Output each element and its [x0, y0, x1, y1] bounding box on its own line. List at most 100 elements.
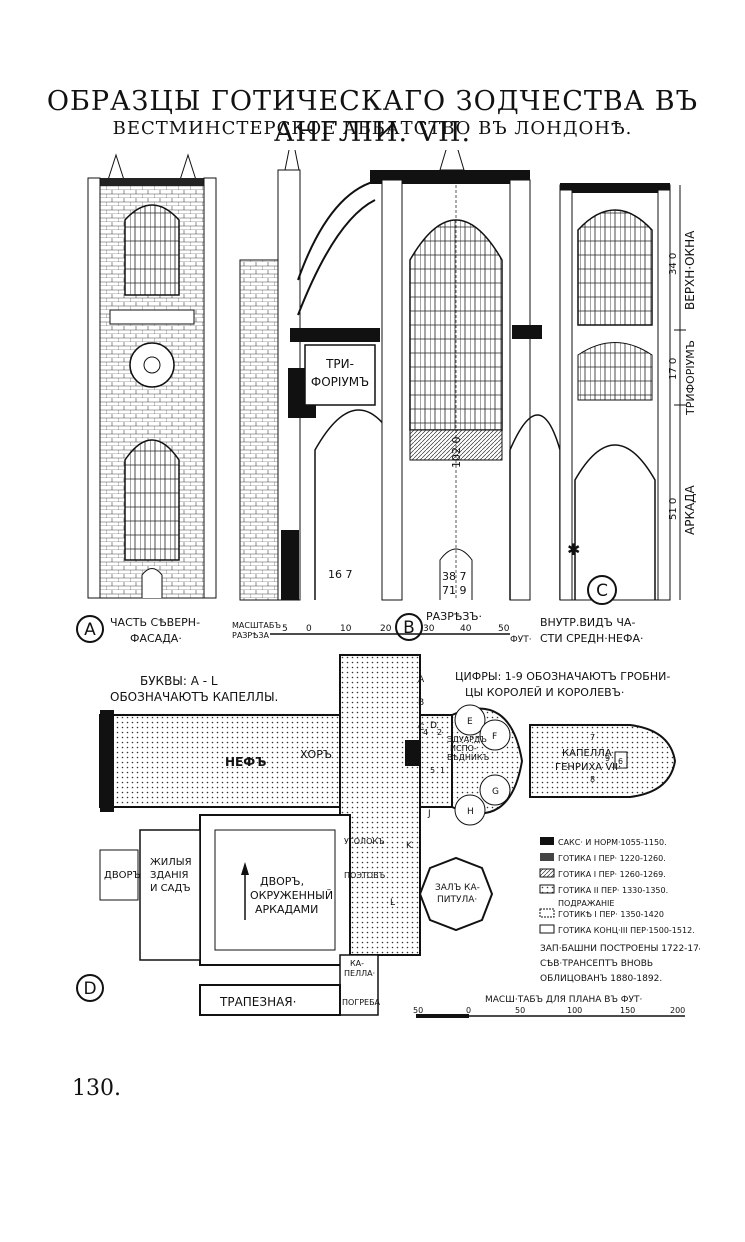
pyx-chapel-label-1: КА- — [350, 959, 364, 968]
tomb-number: 1 — [440, 766, 445, 775]
chapel-letter: J — [427, 809, 431, 819]
circle-label-b: B — [403, 618, 415, 638]
caption-c-line1: ВНУТР.ВИДЪ ЧА- — [540, 616, 635, 629]
nave-bay-elevation: ✱ 34 0 17 0 51 0 ВЕРХН·ОКНА ТРИФОРІУМЪ А… — [559, 183, 697, 601]
tomb-number: 3 — [410, 755, 415, 764]
star-ornament-icon: ✱ — [567, 540, 580, 559]
circle-label-a: A — [84, 620, 96, 640]
refectory-label: ТРАПЕЗНАЯ· — [219, 995, 296, 1009]
circle-label-d: D — [83, 979, 96, 999]
edward-label-2: ИСПО- — [450, 744, 477, 753]
transept-note-1: СѢВ·ТРАНСЕПТЪ ВНОВЬ — [540, 959, 653, 969]
section-scale-tick: 0 — [306, 624, 312, 634]
tomb-number: 6 — [618, 757, 623, 766]
residences-label-3: И САДЪ — [150, 883, 191, 894]
cellars-label: ПОГРЕБА — [342, 998, 381, 1007]
tomb-number: 4 — [423, 728, 428, 737]
legend-item: ГОТИКА I ПЕР· 1220-1260. — [558, 854, 666, 863]
chapel-letter: C — [418, 723, 424, 733]
tomb-number: 8 — [590, 775, 595, 784]
cloister-label-2: ОКРУЖЕННЫЙ — [250, 889, 333, 902]
floor-plan: БУКВЫ: A - L ОБОЗНАЧАЮТЪ КАПЕЛЛЫ. ЦИФРЫ:… — [76, 654, 677, 1016]
pyx-chapel-label-2: ПЕЛЛА· — [344, 969, 375, 978]
chapel-letter: B — [418, 698, 424, 708]
dim-51: 51 0 — [668, 498, 679, 520]
residences-label-1: ЖИЛЫЯ — [150, 857, 192, 868]
upper-windows-label: ВЕРХН·ОКНА — [683, 230, 697, 310]
section-scale-tick: 5 — [282, 624, 288, 634]
poets-corner-label-2: ПОЭТОВЪ — [344, 871, 386, 880]
caption-c-line2: СТИ СРЕДН·НЕФА· — [540, 632, 643, 645]
edward-label-3: ВѢДНИКЪ — [447, 753, 490, 762]
transept-note-2: ОБЛИЦОВАНЪ 1880-1892. — [540, 974, 662, 984]
section-scale-tick: 10 — [340, 624, 352, 634]
section-scale-label-1: МАСШТАБЪ — [232, 621, 281, 630]
chapel-letter: F — [492, 732, 497, 742]
numbers-note-2: ЦЫ КОРОЛЕЙ И КОРОЛЕВЪ· — [465, 686, 624, 699]
legend-item: САКС· И НОРМ·1055-1150. — [558, 838, 667, 847]
plan-scale-bar: МАСШ·ТАБЪ ДЛЯ ПЛАНА ВЪ ФУТ· 50 0 50 100 … — [413, 995, 685, 1018]
plan-scale-tick: 200 — [670, 1006, 685, 1015]
residences-label-2: ЗДАНІЯ — [150, 870, 188, 881]
small-court-label: ДВОРЪ — [104, 870, 141, 881]
legend-item: ГОТИКА II ПЕР· 1330-1350. — [558, 886, 668, 895]
triforium-label-1: ТРИ- — [325, 357, 354, 371]
letters-note-1: БУКВЫ: A - L — [140, 674, 218, 688]
chapel-letter: H — [467, 807, 474, 817]
tomb-number: 2 — [437, 728, 442, 737]
period-legend: САКС· И НОРМ·1055-1150. ГОТИКА I ПЕР· 12… — [539, 837, 700, 984]
chapel-letter: K — [406, 841, 413, 851]
page-number: 130. — [72, 1076, 121, 1101]
section-scale-unit: ФУТ· — [510, 635, 532, 645]
chapter-house-label-1: ЗАЛЪ КА- — [435, 883, 480, 893]
section-scale-bar: МАСШТАБЪ РАЗРѢЗА 5 0 10 20 30 40 50 ФУТ· — [232, 621, 532, 645]
tomb-number: 9 — [605, 754, 610, 763]
chapel-letter: E — [467, 717, 473, 727]
plate-subtitle: ВЕСТМИНСТЕРСКОЕ АББАТСТВО ВЪ ЛОНДОНѢ. — [112, 118, 633, 139]
tomb-number: 5 — [430, 766, 435, 775]
dim-16: 16 7 — [328, 568, 353, 581]
elevation-captions: A ЧАСТЬ СѢВЕРН- ФАСАДА· B РАЗРѢЗЪ· C ВНУ… — [76, 575, 643, 645]
dim-102: 102 0 — [450, 437, 463, 469]
dim-71: 71 9 — [442, 584, 467, 597]
chapel-letter: D — [430, 721, 437, 731]
legend-item: ГОТИКѢ I ПЕР· 1350-1420 — [558, 910, 664, 919]
caption-a-line2: ФАСАДА· — [130, 632, 182, 645]
cloister-label-3: АРКАДАМИ — [255, 903, 318, 916]
nave-label: НЕФЪ — [225, 755, 266, 769]
tomb-number: 7 — [590, 733, 595, 742]
plate-title: ОБРАЗЦЫ ГОТИЧЕСКАГО ЗОДЧЕСТВА ВЪ АНГЛІИ.… — [46, 86, 699, 148]
plan-scale-tick: 50 — [515, 1006, 525, 1015]
plan-scale-tick: 100 — [567, 1006, 582, 1015]
edward-label-1: ЭДУАРДЪ — [447, 735, 487, 744]
henry-chapel-label-2: ГЕНРИХА VII· — [555, 762, 621, 773]
legend-item: ГОТИКА I ПЕР· 1260-1269. — [558, 870, 666, 879]
dim-38: 38 7 — [442, 570, 467, 583]
west-towers-note: ЗАП·БАШНИ ПОСТРОЕНЫ 1722-1740 — [540, 944, 700, 954]
section-scale-label-2: РАЗРѢЗА — [232, 631, 270, 640]
triforium-label-2: ФОРІУМЪ — [311, 375, 369, 389]
plan-scale-tick: 50 — [413, 1006, 423, 1015]
dim-34: 34 0 — [668, 253, 679, 275]
legend-item: ГОТИКА КОНЦ·III ПЕР·1500-1512. — [558, 926, 695, 935]
poets-corner-label-1: УГОЛОКЪ — [344, 837, 385, 846]
dim-17: 17 0 — [668, 358, 679, 380]
cloister-label-1: ДВОРЪ, — [260, 875, 304, 888]
chapel-letter: A — [418, 675, 425, 685]
chapel-letter: L — [390, 898, 395, 908]
plan-scale-label: МАСШ·ТАБЪ ДЛЯ ПЛАНА ВЪ ФУТ· — [485, 995, 642, 1005]
section-scale-tick: 40 — [460, 624, 472, 634]
section-scale-tick: 20 — [380, 624, 392, 634]
north-facade-elevation — [87, 153, 217, 599]
henry-chapel-label-1: КАПЕЛЛА — [562, 748, 612, 759]
chapter-house-label-2: ПИТУЛА· — [437, 895, 477, 905]
choir-label: ХОРЪ — [300, 748, 332, 761]
plan-scale-tick: 0 — [466, 1006, 471, 1015]
circle-label-c: C — [596, 581, 608, 601]
section-scale-tick: 30 — [423, 624, 435, 634]
triforium-vertical-label: ТРИФОРІУМЪ — [684, 340, 697, 416]
architectural-drawing: ТРИ- ФОРІУМЪ 102 0 16 7 38 7 71 9 ✱ 34 0… — [76, 150, 700, 1018]
arcade-vertical-label: АРКАДА — [683, 484, 697, 535]
section-scale-tick: 50 — [498, 624, 510, 634]
caption-b: РАЗРѢЗЪ· — [426, 610, 482, 623]
